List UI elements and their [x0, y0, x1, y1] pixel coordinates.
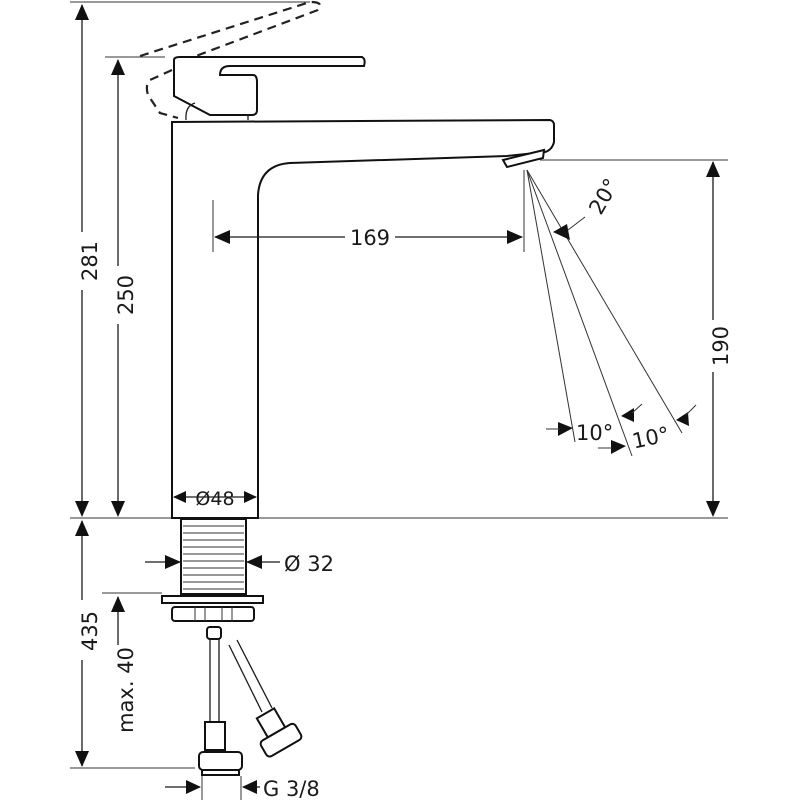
aerator — [501, 148, 546, 169]
supply-hoses — [198, 626, 303, 776]
arrow-up — [706, 161, 720, 177]
arrow-right — [186, 780, 201, 794]
arrow-down — [75, 501, 89, 517]
arrow-down — [111, 501, 125, 517]
handle-base — [185, 102, 249, 121]
arrow-left — [246, 555, 262, 569]
dim-32-label: Ø 32 — [284, 552, 334, 576]
arrow-10-left — [558, 422, 573, 436]
dimension-max-40: max. 40 — [111, 596, 138, 733]
reference-lines — [70, 1, 728, 769]
arrow-left — [173, 491, 186, 503]
arrow-10-mid-bottom — [611, 440, 626, 454]
mounting-nut — [171, 606, 255, 622]
dimension-thread: G 3/8 — [165, 776, 320, 800]
arrow-down — [706, 501, 720, 517]
arrow-right — [165, 555, 181, 569]
dim-250-label: 250 — [114, 275, 138, 315]
thread-label: G 3/8 — [263, 777, 320, 800]
threaded-shank — [161, 518, 264, 622]
dimension-190: 190 — [706, 161, 733, 517]
dimension-diameter-48: Ø48 — [173, 488, 257, 510]
arrow-down — [75, 751, 89, 767]
arrow-up — [75, 520, 89, 536]
arrow-10-right — [676, 412, 689, 426]
dim-48-label: Ø48 — [195, 488, 234, 510]
dim-169-label: 169 — [350, 226, 390, 250]
arrow-up — [75, 4, 89, 20]
arrow-20 — [553, 224, 570, 240]
dimension-diameter-32: Ø 32 — [145, 552, 334, 576]
dim-max40-label: max. 40 — [114, 647, 138, 733]
angle-10-left-label: 10° — [576, 421, 613, 445]
arrow-left — [214, 230, 230, 244]
hose-nut-straight — [198, 751, 243, 771]
hose-nut-angled — [255, 706, 303, 758]
arrow-10-mid-top — [621, 408, 634, 422]
spray-angle-rays: 20° 10° 10° — [526, 169, 697, 457]
arrow-right — [507, 230, 523, 244]
arrow-right — [244, 491, 257, 503]
handle-open-position-outline — [139, 0, 322, 120]
dim-190-label: 190 — [709, 326, 733, 366]
faucet-body — [171, 118, 555, 519]
angle-10-right-label: 10° — [630, 422, 671, 453]
dimension-169: 169 — [212, 170, 525, 252]
arrow-up — [111, 59, 125, 75]
faucet-handle — [173, 56, 366, 116]
dimension-281: 281 — [75, 4, 102, 517]
dimension-250: 250 — [111, 59, 138, 517]
dim-435-label: 435 — [78, 611, 102, 651]
washer — [161, 595, 264, 604]
angle-20-label: 20° — [584, 174, 623, 218]
dim-281-label: 281 — [78, 241, 102, 281]
arrow-left — [242, 780, 257, 794]
dimension-435: 435 — [75, 520, 102, 767]
arrow-up — [111, 596, 125, 612]
